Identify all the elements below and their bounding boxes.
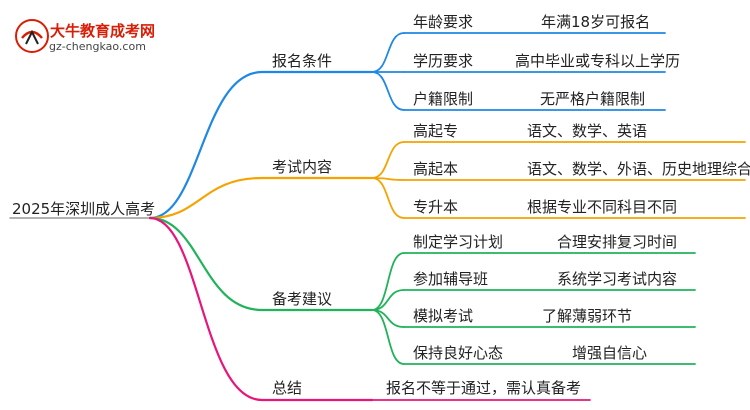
item-label: 专升本 <box>413 198 459 216</box>
item-label: 参加辅导班 <box>413 270 489 288</box>
item-value: 根据专业不同科目不同 <box>527 198 678 216</box>
branch-label-registration: 报名条件 <box>272 52 333 70</box>
child-connector <box>371 32 405 73</box>
branch-connector <box>148 176 264 220</box>
branch-label-exam-content: 考试内容 <box>272 158 333 176</box>
item-label: 年龄要求 <box>413 13 474 31</box>
logo-title: 大牛教育成考网 <box>50 22 156 40</box>
child-connector <box>371 309 405 365</box>
child-connector <box>371 71 405 111</box>
child-connector <box>371 141 405 179</box>
item-value: 语文、数学、外语、历史地理综合 <box>527 160 750 178</box>
root-node: 2025年深圳成人高考 <box>12 200 156 218</box>
child-connector <box>371 289 405 311</box>
item-value: 年满18岁可报名 <box>541 13 651 31</box>
item-value: 系统学习考试内容 <box>557 270 678 288</box>
item-value: 合理安排复习时间 <box>557 233 678 251</box>
item-label: 制定学习计划 <box>413 233 504 251</box>
item-label: 保持良好心态 <box>413 344 504 362</box>
item-label: 高起本 <box>413 160 459 178</box>
item-value: 增强自信心 <box>572 344 648 362</box>
item-value: 报名不等于通过，需认真备考 <box>386 379 582 397</box>
item-label: 户籍限制 <box>413 90 474 108</box>
item-label: 模拟考试 <box>413 307 474 325</box>
item-value: 语文、数学、英语 <box>527 122 648 140</box>
branch-label-summary: 总结 <box>272 379 303 397</box>
branch-connector <box>148 216 264 402</box>
child-connector <box>371 177 405 219</box>
item-value: 无严格户籍限制 <box>540 90 646 108</box>
logo-url: gz-chengkao.com <box>49 40 146 53</box>
site-logo[interactable]: 大牛教育成考网 gz-chengkao.com <box>4 8 174 53</box>
item-label: 学历要求 <box>413 52 474 70</box>
branch-connector <box>148 70 264 220</box>
logo-mark-icon <box>15 19 49 53</box>
item-label: 高起专 <box>413 122 459 140</box>
branch-label-study-tips: 备考建议 <box>272 290 333 308</box>
child-connector <box>371 252 405 311</box>
branch-connector <box>148 216 264 312</box>
item-value: 了解薄弱环节 <box>542 307 633 325</box>
item-value: 高中毕业或专科以上学历 <box>515 52 681 70</box>
